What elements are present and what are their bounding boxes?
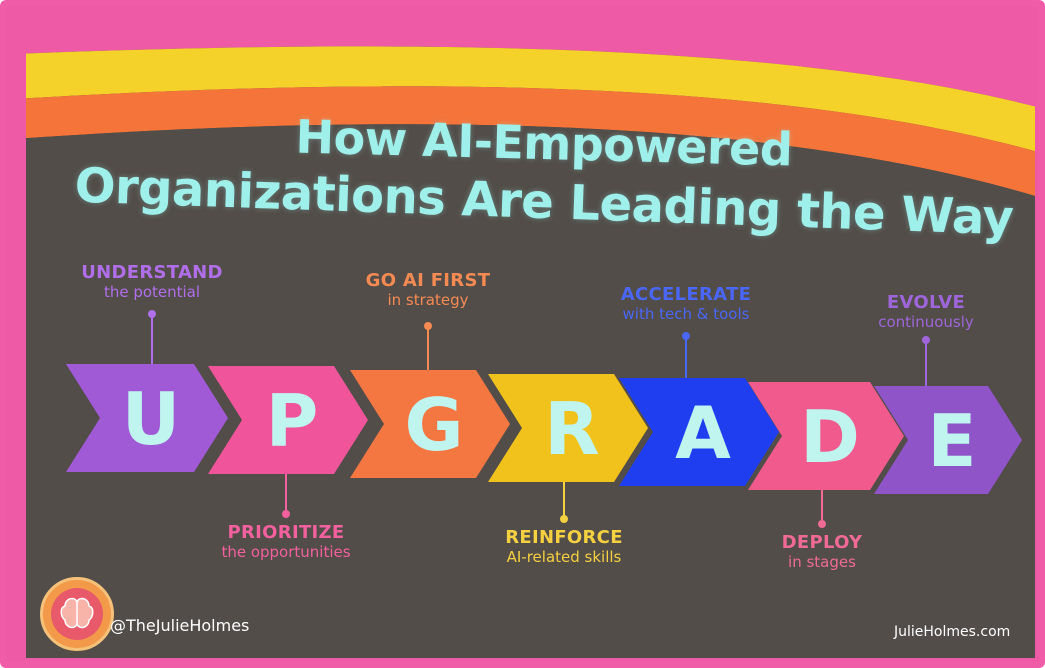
connector-dot [682, 332, 690, 340]
slide: How AI-Empowered Organizations Are Leadi… [14, 14, 1038, 661]
step-heading: ACCELERATE [620, 284, 752, 305]
chevron-letter-r: R [544, 387, 599, 471]
chevron-e [874, 386, 1022, 494]
chevron-u [66, 364, 228, 472]
connector-dot [282, 510, 290, 518]
step-heading: UNDERSTAND [81, 262, 223, 283]
chevron-letter-a: A [675, 391, 731, 475]
chevron-d [748, 382, 904, 490]
chevron-p [208, 366, 368, 474]
chevron-letter-d: D [800, 395, 860, 479]
step-heading: PRIORITIZE [227, 522, 345, 543]
connector-dot [560, 515, 568, 523]
step-heading: GO AI FIRST [365, 270, 491, 291]
step-heading: EVOLVE [886, 292, 966, 313]
step-subtitle: in strategy [387, 291, 469, 309]
step-heading: DEPLOY [781, 532, 863, 553]
step-subtitle: in stages [788, 553, 856, 571]
julie-holmes-logo [40, 577, 114, 651]
yellow-band [14, 46, 1038, 153]
step-heading: REINFORCE [505, 527, 623, 548]
connector-dot [424, 322, 432, 330]
chevron-letter-u: U [122, 377, 180, 461]
chevron-letter-e: E [927, 399, 976, 483]
chevron-r [488, 374, 648, 482]
step-subtitle: with tech & tools [622, 305, 750, 323]
orange-band [14, 86, 1038, 197]
step-subtitle: the potential [103, 283, 201, 301]
pink-band [14, 14, 1038, 108]
step-subtitle: AI-related skills [506, 548, 622, 566]
chevron-a [619, 378, 779, 486]
social-handle: @TheJulieHolmes [110, 616, 250, 635]
connector-dot [922, 336, 930, 344]
website-url: JulieHolmes.com [894, 624, 1011, 640]
connector-dot [148, 310, 156, 318]
brain-icon [51, 588, 103, 640]
step-subtitle: the opportunities [221, 543, 351, 561]
chevron-letter-g: G [404, 383, 463, 467]
step-subtitle: continuously [878, 313, 974, 331]
chevron-letter-p: P [266, 379, 319, 463]
connector-dot [818, 520, 826, 528]
chevron-g [350, 370, 510, 478]
